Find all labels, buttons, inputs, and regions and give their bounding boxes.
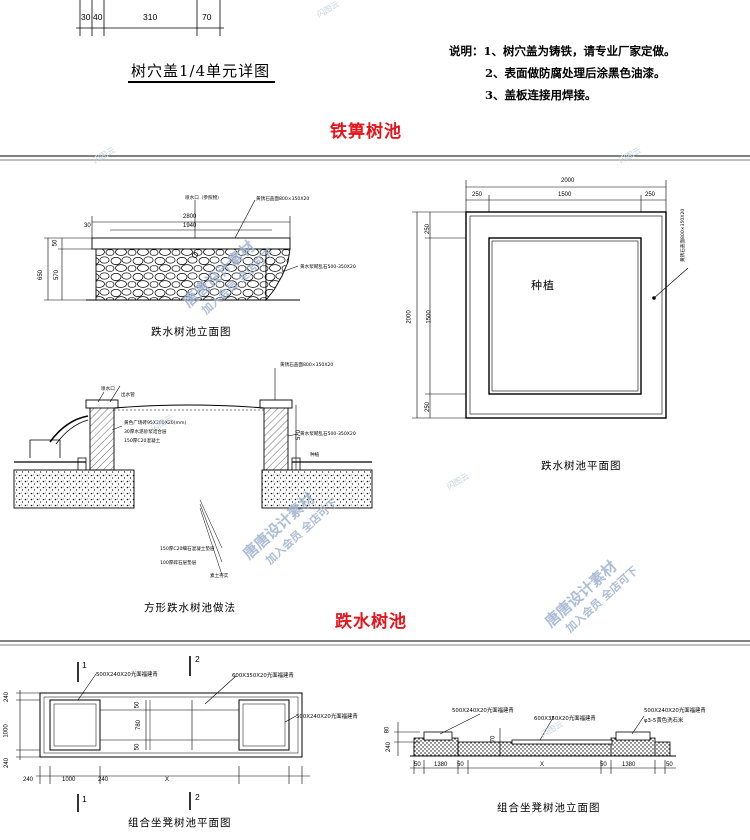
bench-plan-dim-l2: 1000 [3,724,10,738]
bench-plan-label-c: 500X240X20光面福建青 [296,714,358,720]
bench-plan-dim-m2: 780 [136,719,143,731]
bench-mark-1-top: 1 [82,660,87,670]
dim-70: 70 [202,12,212,22]
sec-label-soil: 种植 [310,453,320,458]
plan-center-label: 种植 [531,279,555,292]
bench-plan-dim-m3: 50 [134,743,141,751]
plan-dim-top-2: 1500 [558,192,572,198]
plan-dim-left-2: 1500 [426,310,433,324]
elev-dim-side: 30 [84,223,91,229]
bench-plan-dim-b3: 240 [98,777,109,783]
bench-elev-label-d: φ3-5黄色洗石米 [644,718,684,724]
elevation-caption: 跌水树池立面图 [151,326,232,338]
plan-drawing [412,180,689,419]
bench-plan-drawing [16,656,310,812]
bench-elev-dim-3: 50 [457,762,464,768]
sec-label-pipe: 出水管 [121,393,135,398]
bench-plan-dim-m1: 50 [134,701,141,709]
sec-label-cap: 黄锈石盖面800×350X20 [280,363,334,368]
detail-caption: 树穴盖1/4单元详图 [131,62,271,80]
top-dimension-strip [76,0,224,36]
bench-elevation-drawing [394,713,676,774]
bench-elev-dim-2: 1380 [434,762,448,768]
dim-30: 30 [81,12,91,22]
bench-plan-dim-l1: 240 [4,691,11,703]
sec-layer-2: 30厚水泥砂浆结合层 [124,430,167,435]
plan-dim-left-3: 250 [425,401,432,413]
bench-elev-dim-7: 50 [666,762,673,768]
bench-plan-dim-b1: 240 [23,777,34,783]
dim-40: 40 [93,12,103,22]
bench-elev-label-a: 500X240X20光面福建青 [452,708,514,714]
bench-elev-caption: 组合坐凳树池立面图 [497,802,601,814]
bench-plan-label-a: 500X240X20光面福建青 [96,672,158,678]
elev-dim-top: 2800 [183,214,197,220]
plan-label-cap: 黄锈石盖面800×350X20 [681,208,686,262]
bench-elev-dim-6: 1380 [622,762,636,768]
elev-dim-650: 650 [38,269,45,281]
dim-310: 310 [143,12,158,22]
plan-dim-total: 2000 [561,178,575,184]
bench-elev-dim-4: X [540,762,545,768]
elev-label-wall: 黄水浆砌乱石500-350X20 [300,265,356,270]
elev-label-spout: 喷水口（参照物） [185,196,222,201]
bench-plan-caption: 组合坐凳树池平面图 [128,817,232,829]
bench-elev-label-b: 600X350X20光面福建青 [534,716,596,722]
sec-label-spout: 喷水口 [101,387,115,392]
section-caption: 方形跌水树池做法 [144,602,236,614]
sec-layer-4: 150厚C20细石混凝土垫层 [160,547,215,552]
bench-elev-dim-70: 70 [490,735,497,743]
sec-dim-570: 570 [296,429,303,441]
section-drawing [13,368,373,576]
sec-layer-3: 150厚C20混凝土 [124,439,161,444]
elev-dim-570: 570 [54,269,61,281]
section-title-iron-grate: 铁箅树池 [330,122,402,142]
plan-dim-top-1: 250 [472,192,483,198]
bench-plan-label-b: 600X350X20光面福建青 [232,673,294,679]
sec-layer-1: 黄色广场砖95X200X20(mm) [124,421,187,426]
sec-layer-5: 100厚碎石层垫层 [160,561,197,566]
bench-elev-label-c: 500X240X20光面福建青 [644,708,706,714]
bench-elev-dim-5: 50 [600,762,607,768]
bench-elev-dim-240: 240 [386,741,393,753]
plan-caption: 跌水树池平面图 [541,460,622,472]
plan-dim-left-total: 2000 [406,310,413,324]
elev-dim-50: 50 [52,239,59,247]
elev-dim-inner: 1940 [183,223,197,229]
elev-label-cap: 黄锈石盖面800×350X20 [256,197,310,202]
elevation-drawing [44,199,300,302]
note-line-1: 说明：1、树穴盖为铸铁，请专业厂家定做。 [449,44,676,58]
section-title-fountain: 跌水树池 [335,612,407,632]
note-line-2: 2、表面做防腐处理后涂黑色油漆。 [485,66,666,80]
bench-mark-2-bottom: 2 [195,792,200,802]
bench-elev-dim-80: 80 [384,726,391,734]
bench-plan-dim-b2: 1000 [62,777,76,783]
note-line-3: 3、盖板连接用焊接。 [485,88,597,102]
bench-mark-2-top: 2 [195,654,200,664]
bench-mark-1-bottom: 1 [82,794,87,804]
plan-dim-left-1: 250 [425,223,432,235]
sec-label-wall: 黄水浆砌乱石500-350X20 [300,432,356,437]
bench-elev-dim-1: 50 [414,762,421,768]
bench-plan-dim-l3: 240 [4,757,11,769]
bench-plan-dim-b4: X [165,777,170,783]
plan-dim-top-3: 250 [645,192,656,198]
sec-layer-6: 素土夯实 [210,574,229,579]
